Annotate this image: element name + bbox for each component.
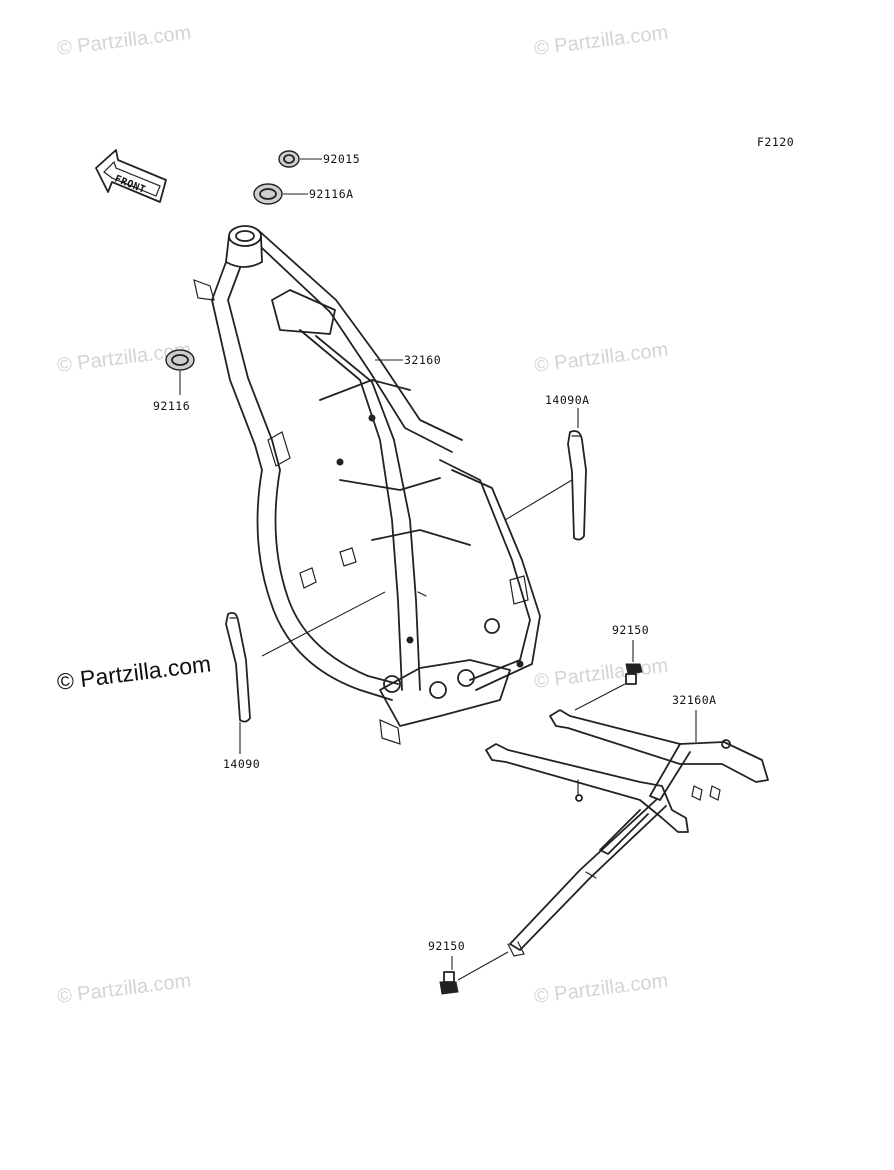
callout-14090: 14090 [223,757,260,771]
bolt-icon [439,971,459,995]
frame-guard-right-icon [567,430,587,541]
bearing-icon [253,183,283,205]
front-arrow-icon: FRONT [95,149,167,203]
watermark-prominent: © Partzilla.com [55,650,212,695]
callout-92150-top: 92150 [612,623,649,637]
callout-92015: 92015 [323,152,360,166]
callout-92116A: 92116A [309,187,354,201]
callout-92150-bottom: 92150 [428,939,465,953]
callout-14090A: 14090A [545,393,590,407]
main-frame-icon [193,225,541,745]
watermark: © Partzilla.com [533,970,669,1008]
front-arrow-label: FRONT [113,174,147,196]
watermark: © Partzilla.com [533,655,669,693]
figure-code: F2120 [757,135,794,149]
callout-32160A: 32160A [672,693,717,707]
watermark: © Partzilla.com [56,22,192,60]
watermarks: © Partzilla.com © Partzilla.com © Partzi… [55,22,669,1008]
callout-92116: 92116 [153,399,190,413]
sub-frame-icon [485,709,769,957]
watermark: © Partzilla.com [56,970,192,1008]
frame-guard-left-icon [225,611,251,723]
nut-icon [278,150,300,168]
bearing-icon [165,349,195,371]
bolt-icon [625,663,643,685]
callout-32160: 32160 [404,353,441,367]
watermark: © Partzilla.com [533,22,669,60]
watermark: © Partzilla.com [533,339,669,377]
